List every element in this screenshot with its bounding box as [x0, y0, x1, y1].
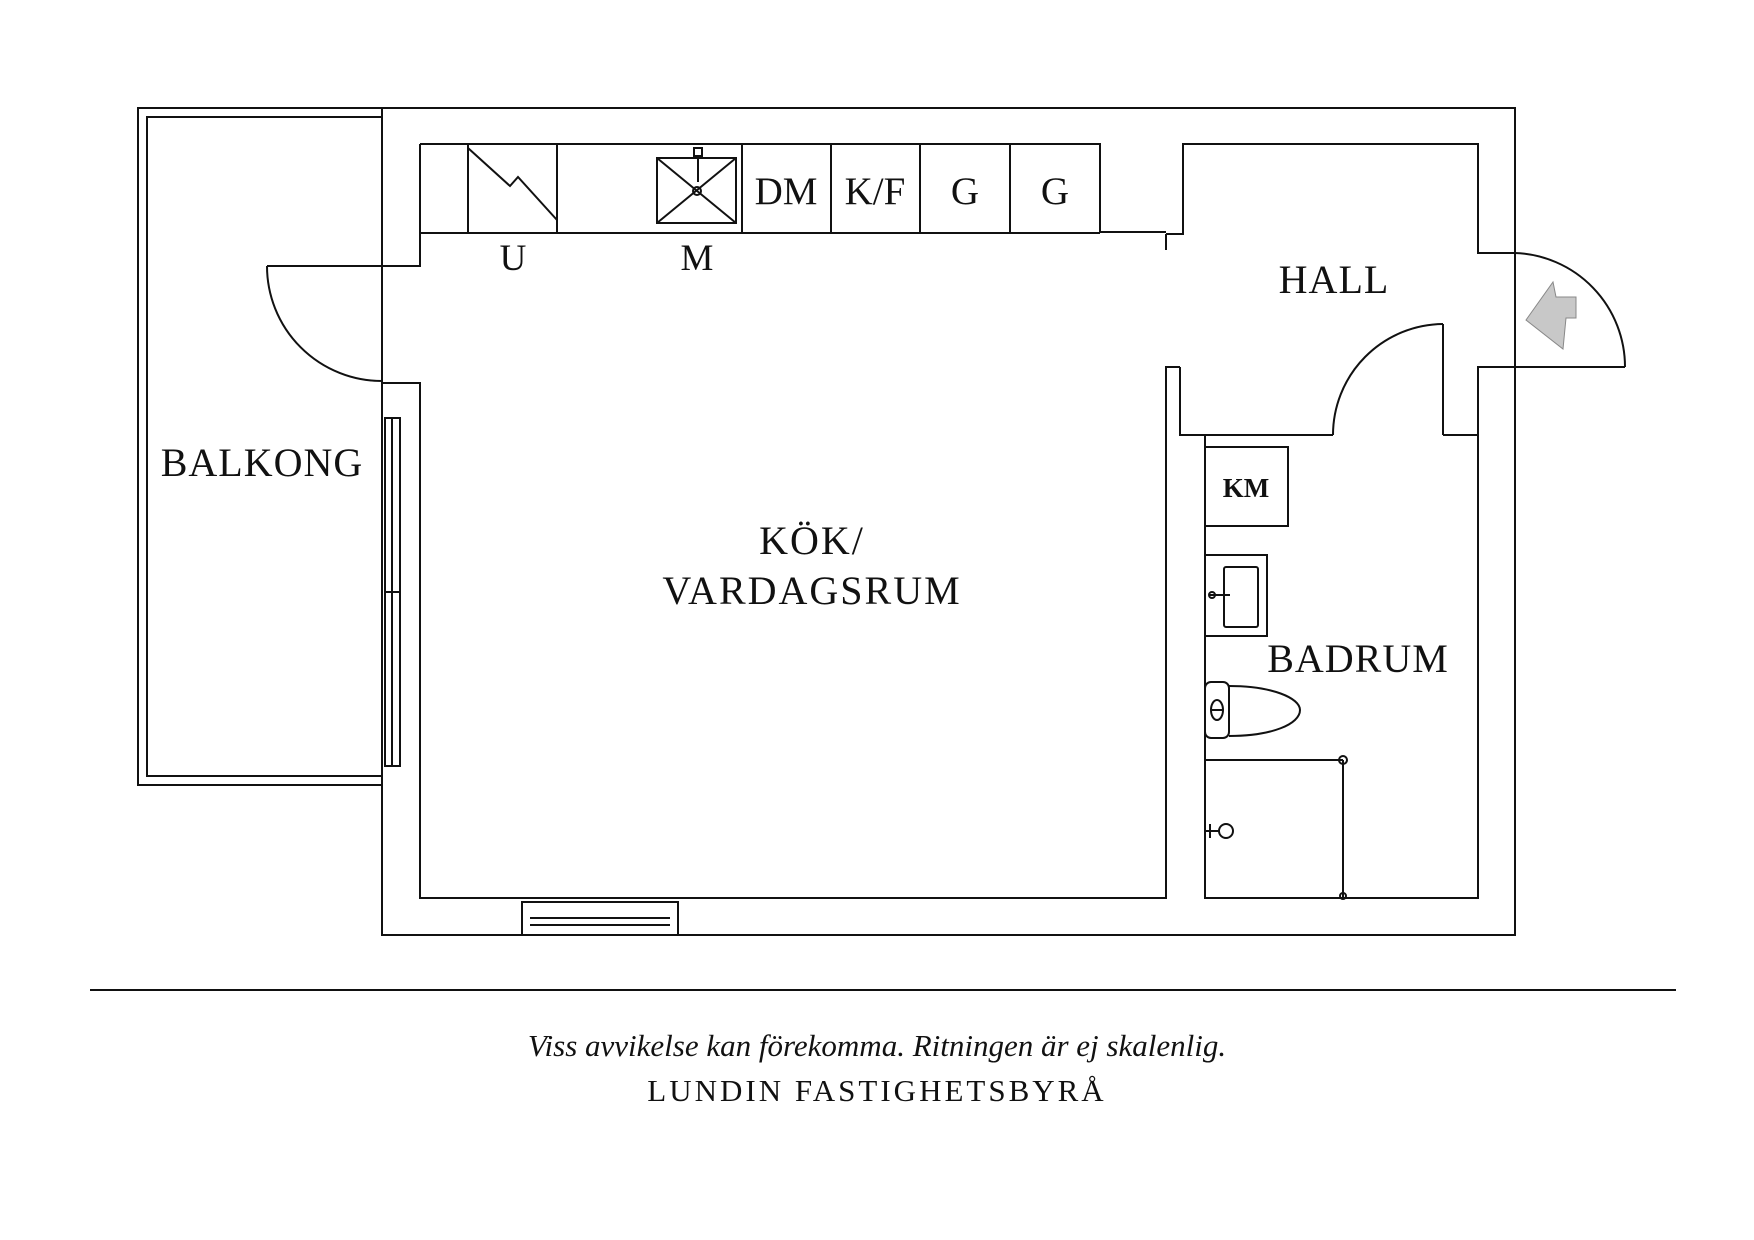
kitchen-sink-icon: [656, 147, 737, 224]
balcony-window: [384, 417, 401, 767]
washing-machine-icon: [1204, 446, 1289, 527]
shower-icon: [1205, 755, 1348, 900]
entrance-arrow-icon: [1525, 280, 1577, 350]
brand-name: LUNDIN FASTIGHETSBYRÅ: [647, 1073, 1107, 1108]
bathroom-sink-icon: [1204, 554, 1268, 637]
appliance-label-dm: DM: [755, 170, 818, 213]
footer-divider: [90, 989, 1676, 991]
balcony-door: [266, 265, 383, 382]
appliance-label-u: U: [500, 238, 527, 279]
appliance-label-m: M: [681, 238, 714, 279]
kitchen-counter: [419, 143, 1100, 234]
bathroom-door: [1332, 323, 1444, 436]
entrance-door: [1514, 252, 1626, 368]
disclaimer-text: Viss avvikelse kan förekomma. Ritningen …: [527, 1028, 1227, 1063]
appliance-label-kf: K/F: [845, 170, 906, 213]
stove-icon: [467, 147, 558, 221]
exterior-walls: [381, 107, 1516, 936]
appliance-label-g1: G: [951, 170, 979, 213]
appliance-label-g2: G: [1041, 170, 1069, 213]
room-label-hall: HALL: [1279, 257, 1390, 302]
room-label-kok: KÖK/: [759, 518, 865, 563]
toilet-icon: [1204, 681, 1302, 739]
bottom-window: [521, 901, 679, 936]
room-label-badrum: BADRUM: [1267, 636, 1449, 681]
balcony: [137, 107, 382, 786]
appliance-label-km: KM: [1223, 473, 1270, 503]
room-label-vardagsrum: VARDAGSRUM: [662, 568, 961, 613]
room-label-balkong: BALKONG: [161, 440, 364, 485]
